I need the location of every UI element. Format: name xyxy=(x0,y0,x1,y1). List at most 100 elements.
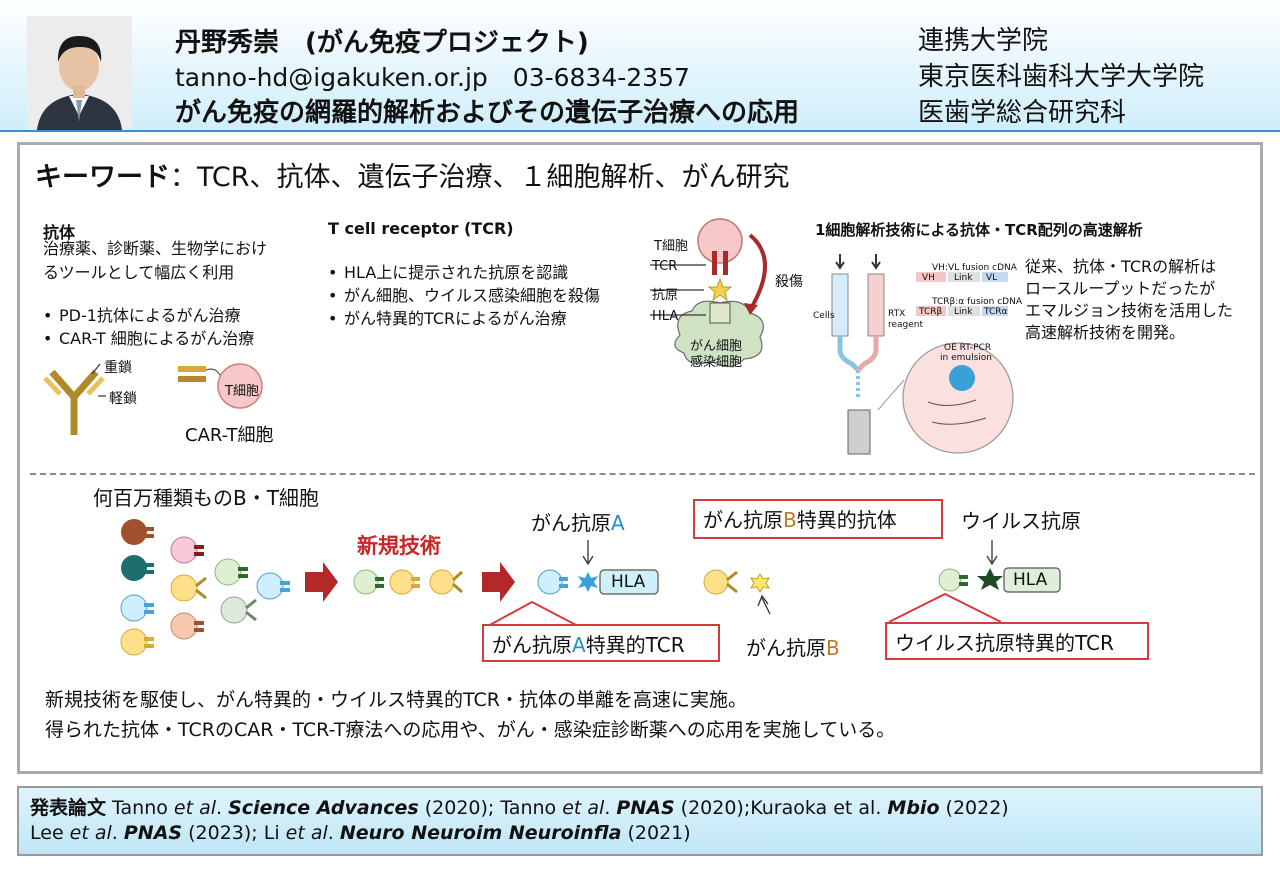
antibody-b-callout: がん抗原B特異的抗体 xyxy=(693,499,943,539)
virus-tcr-callout: ウイルス抗原特異的TCR xyxy=(885,622,1149,660)
tcr-bullet-2: がん細胞、ウイルス感染細胞を殺傷 xyxy=(328,285,600,307)
target-label-1: がん細胞 xyxy=(690,339,743,354)
tcr-fusion-title: TCRβ:α fusion cDNA xyxy=(932,297,1022,307)
hla-box-label-2: HLA xyxy=(1013,570,1048,590)
oe-label-1: OE RT-PCR xyxy=(944,343,992,353)
affiliation-line-3: 医歯学総合研究科 xyxy=(918,98,1127,128)
publications-footer xyxy=(17,786,1263,856)
tcr-bullet-1: HLA上に提示された抗原を認識 xyxy=(328,262,568,284)
antibody-desc-1: 治療薬、診断薬、生物学におけ xyxy=(43,239,268,258)
arrow-down-virus-icon xyxy=(986,540,998,566)
publication-segment: Neuro Neuroim Neuroinfla xyxy=(339,822,622,844)
publications-label: 発表論文 xyxy=(30,797,107,819)
affiliation-line-2: 東京医科歯科大学大学院 xyxy=(918,62,1205,92)
emulsion-droplet-icon xyxy=(877,342,1014,454)
tcr-title: T cell receptor (TCR) xyxy=(328,219,514,238)
antibody-y-icon xyxy=(43,369,105,435)
cdna-construct-icon xyxy=(916,272,1008,316)
antigen-a-label: がん抗原A xyxy=(531,511,625,535)
tcr-diagram xyxy=(650,218,767,368)
single-cell-desc-4: 高速解析技術を開発。 xyxy=(1025,323,1186,342)
link-label-1: Link xyxy=(954,273,973,283)
single-cell-desc-1: 従来、抗体・TCRの解析は xyxy=(1025,257,1217,276)
oe-label-2: in emulsion xyxy=(940,353,992,363)
publication-segment: (2020); Tanno xyxy=(418,797,563,819)
arrow-right-icon-2 xyxy=(482,562,515,602)
virus-antigen-label: ウイルス抗原 xyxy=(961,509,1081,533)
target-cell-icon xyxy=(674,300,764,368)
publication-segment: (2021) xyxy=(621,822,691,844)
tcrb-label: TCRβ xyxy=(919,307,943,317)
callout-pointer-virus xyxy=(888,592,1002,623)
hla-box-label-1: HLA xyxy=(611,572,646,592)
publication-segment: (2023); Li xyxy=(182,822,286,844)
antibody-bullet-2: CAR-T 細胞によるがん治療 xyxy=(43,328,254,350)
publication-segment: . xyxy=(604,797,617,819)
keywords-label: キーワード xyxy=(35,162,170,193)
publication-segment: (2022) xyxy=(939,797,1009,819)
publication-segment: Science Advances xyxy=(228,797,419,819)
publication-segment: . xyxy=(216,797,229,819)
arrow-heavy-icon xyxy=(91,363,101,375)
cell-pool-icon xyxy=(120,519,290,656)
publication-segment: . xyxy=(327,822,340,844)
contact-info: tanno-hd@igakuken.or.jp 03-6834-2357 xyxy=(175,63,690,92)
vh-label: VH xyxy=(922,273,935,283)
kill-arrow-icon xyxy=(748,233,767,312)
antigen-b-label: がん抗原B xyxy=(746,636,840,660)
main-panel xyxy=(17,142,1263,774)
tcell-label: T細胞 xyxy=(654,239,688,254)
single-cell-desc-2: ロースループットだったが xyxy=(1025,279,1216,298)
person-portrait-icon xyxy=(27,16,132,130)
rtx-label-2: reagent xyxy=(888,320,924,330)
vl-label: VL xyxy=(986,273,998,283)
publication-segment: Tanno xyxy=(106,797,174,819)
hla-label: HLA xyxy=(652,309,679,324)
rtx-label-1: RTX xyxy=(888,309,906,319)
publication-segment: et al xyxy=(173,797,217,819)
antibody-title: 抗体 xyxy=(43,223,76,242)
publications-line-2: Lee et al. PNAS (2023); Li et al. Neuro … xyxy=(30,822,691,844)
publication-segment: Lee xyxy=(30,822,70,844)
tcr-antigen-a-icon xyxy=(537,569,659,595)
link-label-2: Link xyxy=(954,307,973,317)
arrow-down-antigen-a-icon xyxy=(582,540,594,566)
antibody-desc-2: るツールとして幅広く利用 xyxy=(43,263,235,282)
keywords-separator: ： xyxy=(170,162,197,193)
summary-line-2: 得られた抗体・TCRのCAR・TCR-T療法への応用や、がん・感染症診断薬への応… xyxy=(45,719,896,741)
header-banner xyxy=(0,0,1280,132)
light-chain-label: 軽鎖 xyxy=(109,391,137,407)
screening-workflow-diagram xyxy=(120,519,1061,656)
tcr-label: TCR xyxy=(652,259,678,274)
publications-line-1: 発表論文 Tanno et al. Science Advances (2020… xyxy=(30,793,1009,820)
vhvl-title: VH:VL fusion cDNA xyxy=(932,263,1017,273)
antigen-label: 抗原 xyxy=(652,288,679,303)
antibody-antigen-b-icon xyxy=(703,569,770,595)
cells-label: Cells xyxy=(813,311,835,321)
publication-segment: PNAS xyxy=(123,822,183,844)
antigen-star-icon xyxy=(707,277,733,302)
antibody-bullet-1: PD-1抗体によるがん治療 xyxy=(43,305,240,327)
selected-cells-icon xyxy=(353,569,463,595)
summary-line-1: 新規技術を駆使し、がん特異的・ウイルス特異的TCR・抗体の単離を高速に実施。 xyxy=(45,689,747,711)
heavy-chain-label: 重鎖 xyxy=(104,360,132,376)
affiliation-line-1: 連携大学院 xyxy=(918,26,1049,56)
callout-pointer-a xyxy=(487,600,579,627)
target-label-2: 感染細胞 xyxy=(690,355,743,370)
researcher-name: 丹野秀崇 (がん免疫プロジェクト) xyxy=(175,28,589,58)
antibody-diagram xyxy=(43,363,263,435)
cart-label: CAR-T細胞 xyxy=(185,425,274,446)
tcr-bullet-3: がん特異的TCRによるがん治療 xyxy=(328,308,567,330)
cart-cell-icon xyxy=(178,363,263,409)
tcr-a-callout: がん抗原A特異的TCR xyxy=(482,624,720,662)
publication-segment: . xyxy=(111,822,124,844)
publication-segment: PNAS xyxy=(616,797,675,819)
single-cell-title: 1細胞解析技術による抗体・TCR配列の高速解析 xyxy=(815,221,1143,239)
portrait-photo xyxy=(27,16,132,130)
tcell-icon xyxy=(697,218,743,275)
keywords-text: TCR、抗体、遺伝子治療、１細胞解析、がん研究 xyxy=(197,162,790,193)
arrow-up-antigen-b-icon xyxy=(757,594,771,615)
publication-segment: et al xyxy=(562,797,605,819)
publication-segment: (2020);Kuraoka et al. xyxy=(674,797,888,819)
section-divider xyxy=(30,473,1255,475)
